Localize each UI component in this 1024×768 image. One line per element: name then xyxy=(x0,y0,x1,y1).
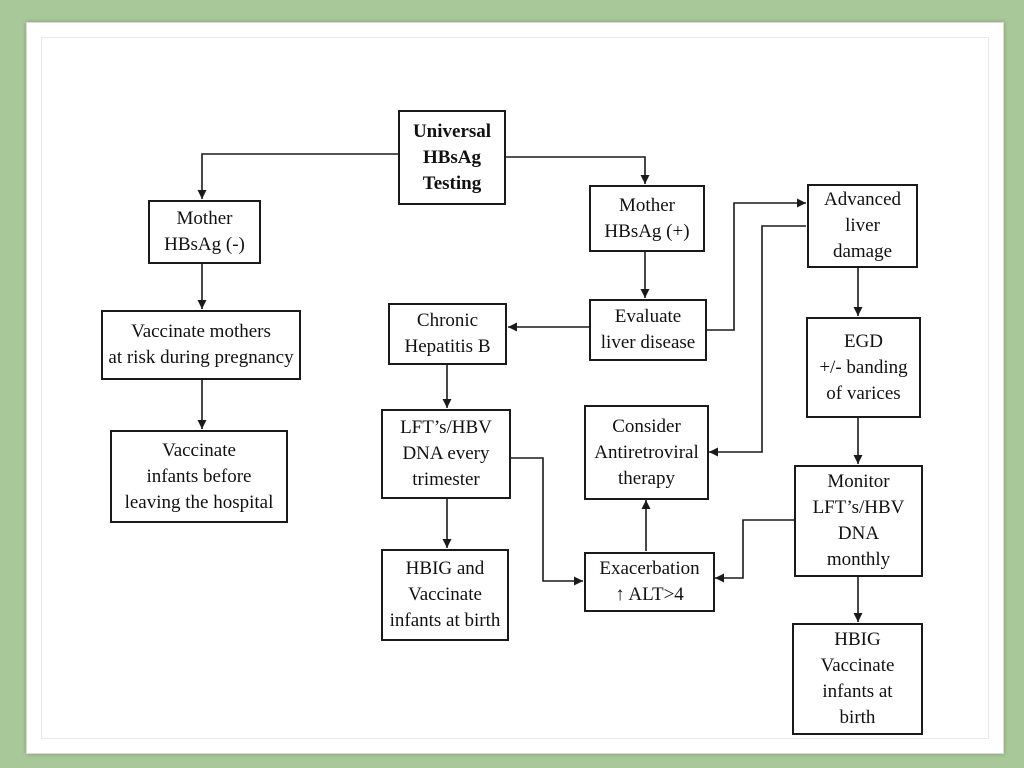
node-vaccinate-infants-before-leaving: Vaccinate infants before leaving the hos… xyxy=(110,430,288,523)
edge-evaluate-to-advanced xyxy=(707,198,806,331)
slide-inner-border xyxy=(41,37,989,739)
node-monitor-lfts-monthly: Monitor LFT’s/HBV DNA monthly xyxy=(794,465,923,577)
node-advanced-liver-damage: Advanced liver damage xyxy=(807,184,918,268)
node-evaluate-liver-disease: Evaluate liver disease xyxy=(589,299,707,361)
edge-universal-to-mother-pos xyxy=(505,156,650,184)
node-hbig-vaccinate-infants-at-birth: HBIG Vaccinate infants at birth xyxy=(792,623,923,735)
node-exacerbation-alt: Exacerbation ↑ ALT>4 xyxy=(584,552,715,612)
node-consider-antiretroviral-therapy: Consider Antiretroviral therapy xyxy=(584,405,709,500)
edge-advanced-to-antiretroviral xyxy=(709,225,806,457)
node-universal-hbsag-testing: Universal HBsAg Testing xyxy=(398,110,506,205)
edge-universal-to-mother-neg xyxy=(197,153,398,199)
node-hbig-and-vaccinate-infants: HBIG and Vaccinate infants at birth xyxy=(381,549,509,641)
edge-lfts-to-exacerbation xyxy=(511,457,583,586)
node-egd-banding-varices: EGD +/- banding of varices xyxy=(806,317,921,418)
node-lfts-hbv-dna-every-trimester: LFT’s/HBV DNA every trimester xyxy=(381,409,511,499)
node-chronic-hepatitis-b: Chronic Hepatitis B xyxy=(388,303,507,365)
edge-monitor-to-exacerbation xyxy=(715,519,794,583)
node-mother-hbsag-negative: Mother HBsAg (-) xyxy=(148,200,261,264)
node-vaccinate-mothers: Vaccinate mothers at risk during pregnan… xyxy=(101,310,301,380)
node-mother-hbsag-positive: Mother HBsAg (+) xyxy=(589,185,705,252)
